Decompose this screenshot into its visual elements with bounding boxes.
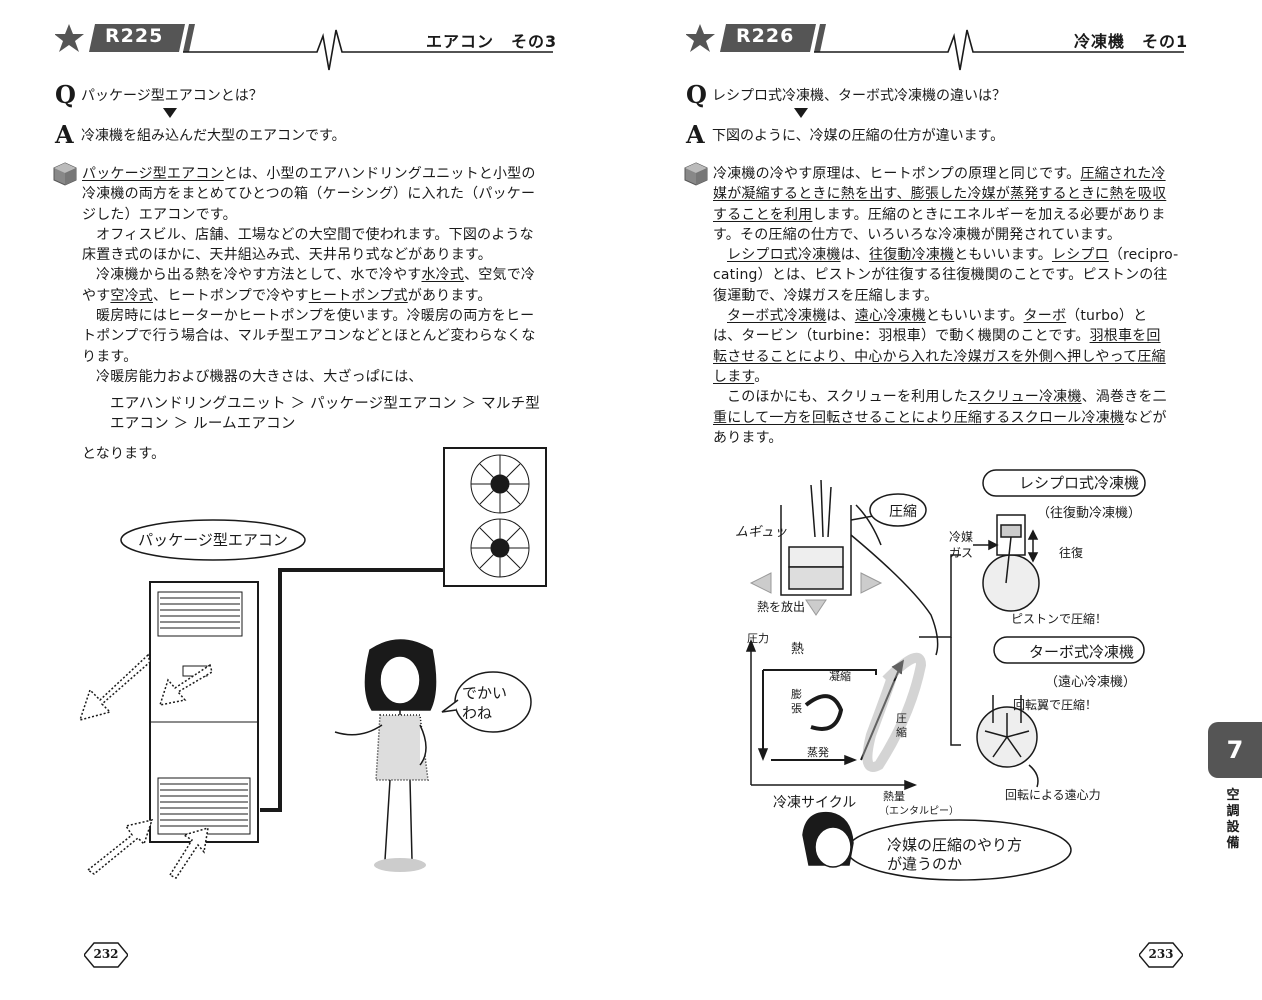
compress-vertical-label: 圧縮	[896, 712, 907, 739]
line: 復運動で、冷媒ガスを圧縮します。	[713, 287, 939, 304]
question: Q パッケージ型エアコンとは？	[55, 80, 263, 109]
evaporate-label: 蒸発	[807, 746, 829, 759]
line: ジした）エアコンです。	[82, 206, 237, 223]
bubble-boy-line1: 冷媒の圧縮のやり方	[887, 836, 1023, 854]
reciprocate-label: 往復	[1059, 546, 1084, 560]
section-header: R226 冷凍機 その1	[686, 22, 1189, 71]
bubble-boy-line2: が違うのか	[887, 855, 963, 873]
answer: A 下図のように、冷媒の圧縮の仕方が違います。	[686, 120, 1004, 149]
down-arrow-icon	[794, 108, 808, 118]
pressure-label: 圧力	[747, 632, 769, 645]
question: Q レシプロ式冷凍機、ターボ式冷凍機の違いは？	[686, 80, 1006, 109]
line: レシプロ式冷凍機は、往復動冷凍機ともいいます。レシプロ（recipro-	[727, 247, 1179, 264]
reciprocating-sub: （往復動冷凍機）	[1037, 506, 1142, 521]
line: は、タービン（turbine：羽根車）で動く機関のことです。羽根車を回	[713, 328, 1161, 345]
right-page: R226 冷凍機 その1 Q レシプロ式冷凍機、ターボ式冷凍機の違いは？ A 下図の…	[631, 0, 1262, 1000]
impeller-compress-label: 回転翼で圧縮！	[1013, 698, 1098, 712]
line: このほかにも、スクリューを利用したスクリュー冷凍機、渦巻きを二	[727, 389, 1167, 406]
line: ります。	[82, 348, 138, 365]
section-code: R226	[736, 25, 795, 47]
body-text-end: となります。	[82, 446, 166, 462]
line: あります。	[713, 429, 783, 446]
line: ターボ式冷凍機は、遠心冷凍機ともいいます。ターボ（turbo）と	[727, 308, 1148, 325]
enthalpy-label-2: （エンタルピー）	[879, 806, 959, 817]
answer-text: 冷凍機を組み込んだ大型のエアコンです。	[81, 128, 346, 144]
line: 重にして一方を回転させることにより圧縮するスクロール冷凍機などが	[713, 409, 1167, 426]
header-graphic	[55, 24, 553, 71]
line: します。	[713, 368, 769, 385]
line: 床置き式のほかに、天井組込み式、天井吊り式などがあります。	[82, 247, 492, 264]
code-tag	[720, 24, 816, 52]
enthalpy-label-1: 熱量	[883, 790, 905, 803]
refrigeration-diagram	[745, 469, 1146, 881]
question-text: レシプロ式冷凍機、ターボ式冷凍機の違いは？	[712, 88, 1006, 104]
section-header: R225 エアコン その3	[55, 22, 558, 71]
mugyu-label: ムギュッ	[735, 525, 788, 540]
header-graphic	[686, 24, 1184, 71]
line: オフィスビル、店舗、工場などの大空間で使われます。下図のような	[96, 226, 534, 243]
compress-label: 圧縮	[889, 504, 917, 520]
line: す。その圧縮の仕方で、いろいろな冷凍機が開発されています。	[713, 226, 1122, 243]
line: cating）とは、ピストンが往復する往復機関のことです。ピストンの往	[713, 267, 1168, 284]
cycle-label: 冷凍サイクル	[773, 795, 857, 811]
body-text: パッケージ型エアコンとは、小型のエアハンドリングユニットと小型の 冷凍機の両方を…	[82, 164, 552, 387]
ranking: エアハンドリングユニット ＞ パッケージ型エアコン ＞ マルチ型 エアコン ＞ …	[110, 396, 540, 433]
line: 冷暖房能力および機器の大きさは、大ざっぱには、	[96, 368, 423, 385]
piston-compress-label: ピストンで圧縮！	[1011, 612, 1108, 626]
expand-label: 膨張	[791, 688, 802, 715]
page-number: 232	[84, 941, 128, 969]
a-letter: A	[55, 120, 74, 149]
section-code: R225	[105, 25, 164, 47]
line: トポンプで行う場合は、マルチ型エアコンなどとほとんど変わらなくな	[82, 328, 536, 345]
question-text: パッケージ型エアコンとは？	[81, 88, 263, 104]
cube-icon	[53, 162, 77, 186]
refrigerant-gas-1: 冷媒	[949, 530, 974, 544]
bubble-girl-line1: でかい	[462, 684, 508, 702]
line: やす空冷式、ヒートポンプで冷やすヒートポンプ式があります。	[82, 287, 492, 304]
bubble-girl-line2: わね	[462, 704, 493, 722]
left-page: R225 エアコン その3 Q パッケージ型エアコンとは？ A 冷凍機を組み込んだ大…	[53, 22, 558, 969]
line: パッケージ型エアコンとは、小型のエアハンドリングユニットと小型の	[82, 166, 536, 182]
down-arrow-icon	[163, 108, 177, 118]
answer: A 冷凍機を組み込んだ大型のエアコンです。	[55, 120, 346, 149]
code-tag	[89, 24, 185, 52]
line: 冷凍機の冷やす原理は、ヒートポンプの原理と同じです。圧縮された冷	[713, 166, 1166, 182]
section-title: 冷凍機 その1	[1074, 32, 1189, 51]
bubble-package: パッケージ型エアコン	[138, 531, 288, 549]
chapter-tab: 7	[1208, 722, 1262, 778]
star-icon	[686, 24, 715, 52]
star-icon	[55, 24, 84, 52]
line: 暖房時にはヒーターかヒートポンプを使います。冷暖房の両方をヒー	[96, 308, 535, 325]
reciprocating-title: レシプロ式冷凍機	[1019, 474, 1140, 492]
a-letter: A	[686, 120, 705, 149]
line: することを利用します。圧縮のときにエネルギーを加える必要がありま	[713, 206, 1166, 223]
answer-text: 下図のように、冷媒の圧縮の仕方が違います。	[712, 128, 1005, 144]
body-text: 冷凍機の冷やす原理は、ヒートポンプの原理と同じです。圧縮された冷 媒が凝縮すると…	[713, 164, 1185, 448]
q-letter: Q	[55, 80, 76, 109]
turbo-sub: （遠心冷凍機）	[1045, 675, 1137, 690]
page-number: 233	[1139, 941, 1183, 969]
condense-label: 凝縮	[829, 670, 851, 683]
line: 冷凍機の両方をまとめてひとつの箱（ケーシング）に入れた（パッケー	[82, 186, 536, 203]
centrifugal-label: 回転による遠心力	[1005, 788, 1101, 802]
q-letter: Q	[686, 80, 707, 109]
line: 転させることにより、中心から入れた冷媒ガスを外側へ押しやって圧縮	[713, 348, 1166, 365]
turbo-title: ターボ式冷凍機	[1029, 643, 1135, 661]
package-ac-illustration	[78, 447, 547, 879]
line: 冷凍機から出る熱を冷やす方法として、水で冷やす水冷式、空気で冷	[96, 267, 536, 284]
chapter-label: 空調設備	[1226, 788, 1240, 851]
refrigerant-gas-2: ガス	[949, 546, 974, 560]
heat-release-label: 熱を放出	[757, 600, 806, 614]
cube-icon	[684, 162, 708, 186]
line: 媒が凝縮するときに熱を出す、膨張した冷媒が蒸発するときに熱を吸収	[713, 186, 1167, 203]
section-title: エアコン その3	[426, 32, 558, 51]
heat-label: 熱	[791, 642, 805, 657]
